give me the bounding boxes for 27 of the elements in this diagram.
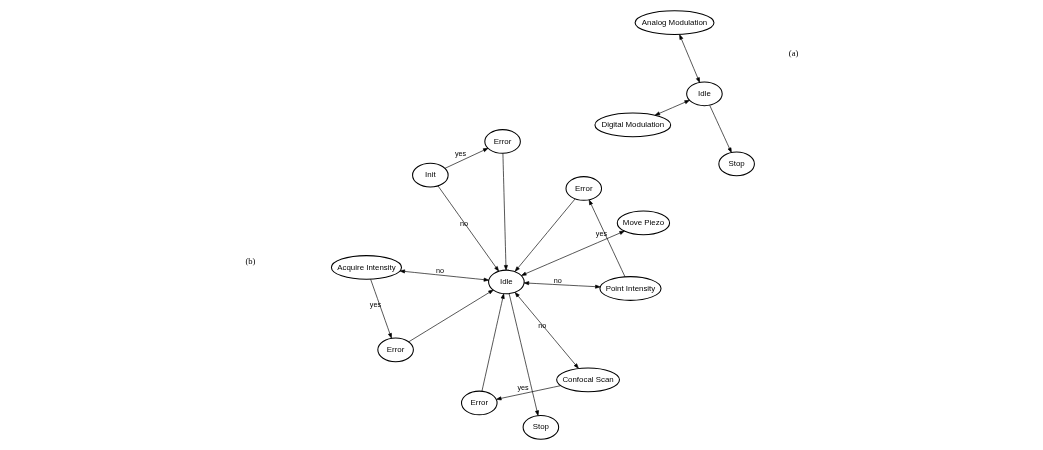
edge-label: yes [595,229,607,239]
edge-label: yes [454,149,466,159]
arrow [514,292,579,369]
arrow [708,105,732,153]
edge-label: no [553,275,562,285]
arrow [481,293,505,392]
arrow [437,185,499,272]
arrow [407,289,494,343]
edge-label: no [435,266,444,276]
arrow [399,269,489,282]
arrow [495,385,561,401]
arrow [520,230,625,276]
edge-label: yes [369,299,381,309]
arrow [588,199,625,278]
edge-label: no [537,320,546,330]
arrow [654,100,690,116]
label: (b) [244,256,255,267]
arrow [369,278,392,339]
edge-label: yes [516,383,529,393]
arrow [444,147,488,169]
arrow [678,34,700,83]
arrow [502,153,508,271]
arrow [523,281,600,289]
edge-label: no [459,219,468,229]
arrow [514,198,575,272]
label: (a) [788,47,798,58]
arrow [508,293,539,416]
